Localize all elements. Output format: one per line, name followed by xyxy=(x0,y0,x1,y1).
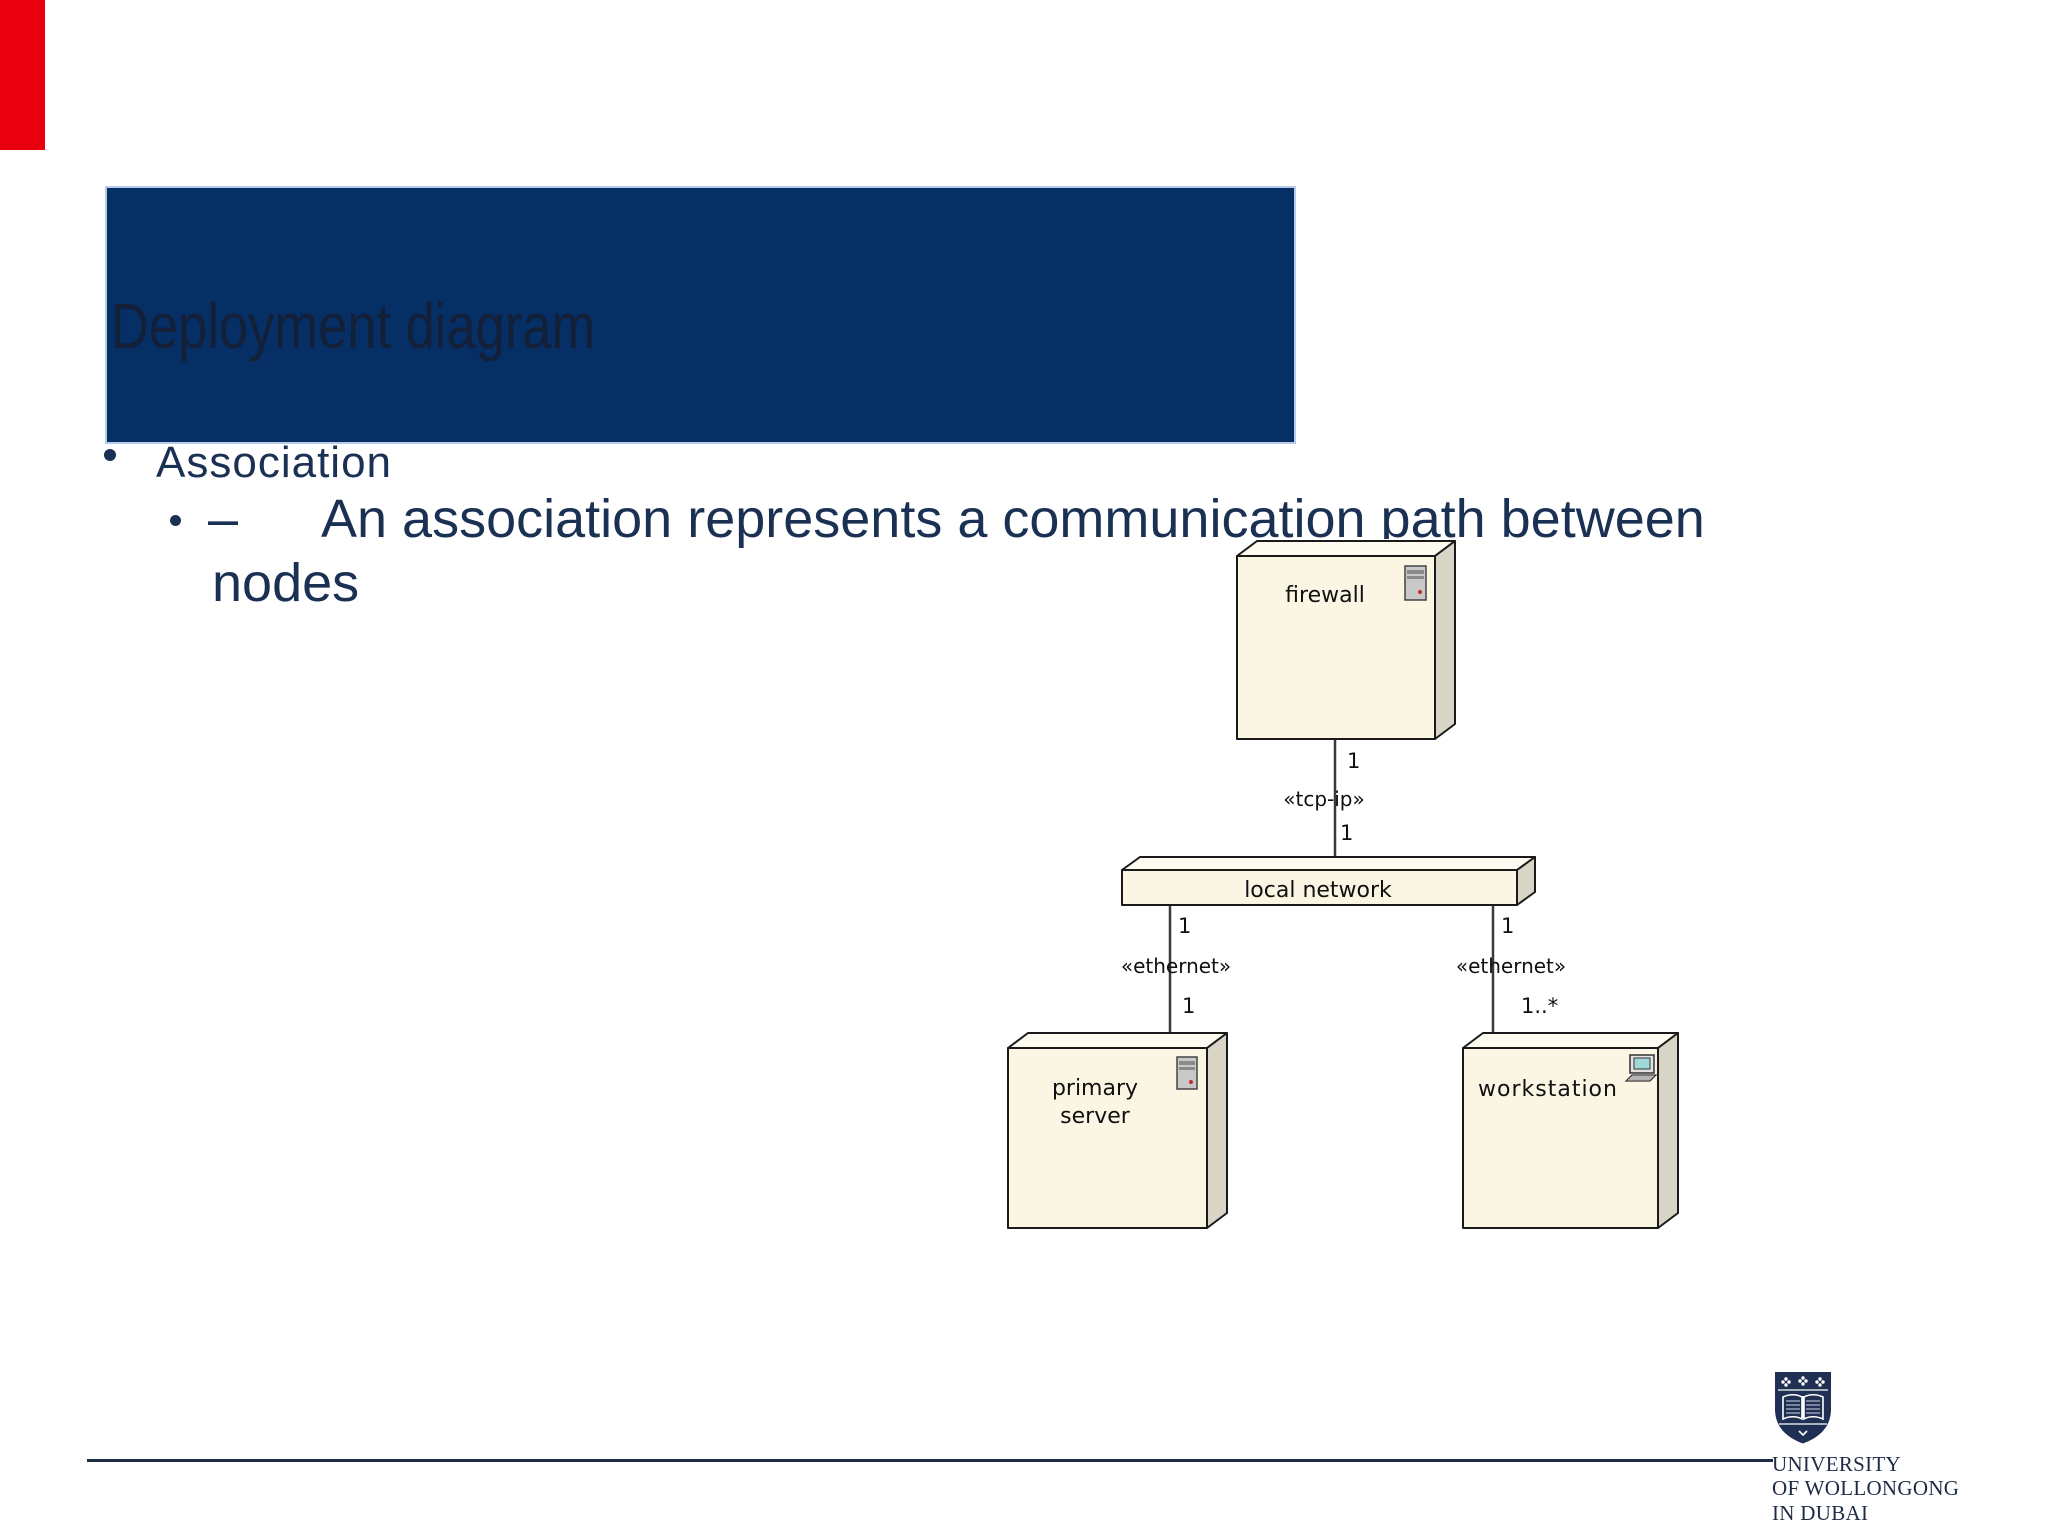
primary-server-label-line2: server xyxy=(1060,1104,1131,1129)
stereotype-ethernet-left: «ethernet» xyxy=(1121,954,1231,978)
bullet-dot-level2 xyxy=(170,515,181,526)
crest-open-book xyxy=(1782,1393,1824,1421)
bullet-level2-dash: – xyxy=(208,489,239,549)
stereotype-tcpip: «tcp-ip» xyxy=(1283,787,1364,811)
node-workstation: workstation xyxy=(1462,1032,1679,1229)
node-local-network: local network xyxy=(1121,856,1536,906)
deployment-diagram: firewall 1 «tcp-ip» 1 local network 1 «e… xyxy=(1000,539,1780,1279)
university-wordmark: UNIVERSITY OF WOLLONGONG IN DUBAI xyxy=(1772,1452,2032,1525)
multiplicity-network-top-end: 1 xyxy=(1340,821,1353,845)
node-primary-server: primary server xyxy=(1007,1032,1228,1229)
workstation-label: workstation xyxy=(1478,1077,1618,1102)
bullet-level1-text: Association xyxy=(156,438,393,487)
local-network-label: local network xyxy=(1244,878,1392,903)
workstation-icon xyxy=(1624,1054,1658,1082)
bullet-dot-level1 xyxy=(104,449,116,461)
server-icon xyxy=(1404,565,1427,601)
university-wordmark-line3: IN DUBAI xyxy=(1772,1500,1869,1525)
footer-divider-line xyxy=(87,1459,1773,1462)
university-wordmark-line2: OF WOLLONGONG xyxy=(1772,1476,1960,1501)
red-accent-bar xyxy=(0,0,45,150)
primary-server-label-line1: primary xyxy=(1052,1076,1138,1101)
bullet-level2-text: An association represents a communicatio… xyxy=(321,489,1705,549)
multiplicity-workstation-end: 1..* xyxy=(1521,994,1558,1018)
crest-flowers xyxy=(1781,1376,1825,1387)
multiplicity-network-left-end: 1 xyxy=(1178,914,1191,938)
title-bar: Deployment diagram xyxy=(105,186,1296,444)
multiplicity-firewall-end: 1 xyxy=(1347,749,1360,773)
node-firewall: firewall xyxy=(1236,540,1456,740)
university-crest-icon xyxy=(1775,1372,1831,1444)
firewall-label: firewall xyxy=(1285,583,1365,608)
multiplicity-server-end: 1 xyxy=(1182,994,1195,1018)
crest-book-lines xyxy=(1786,1400,1820,1414)
stereotype-ethernet-right: «ethernet» xyxy=(1456,954,1566,978)
page-title: Deployment diagram xyxy=(111,290,596,362)
bullet-level2-continuation: nodes xyxy=(212,553,360,613)
server-icon xyxy=(1176,1056,1198,1090)
university-wordmark-line1: UNIVERSITY xyxy=(1772,1452,1901,1476)
multiplicity-network-right-end: 1 xyxy=(1501,914,1514,938)
